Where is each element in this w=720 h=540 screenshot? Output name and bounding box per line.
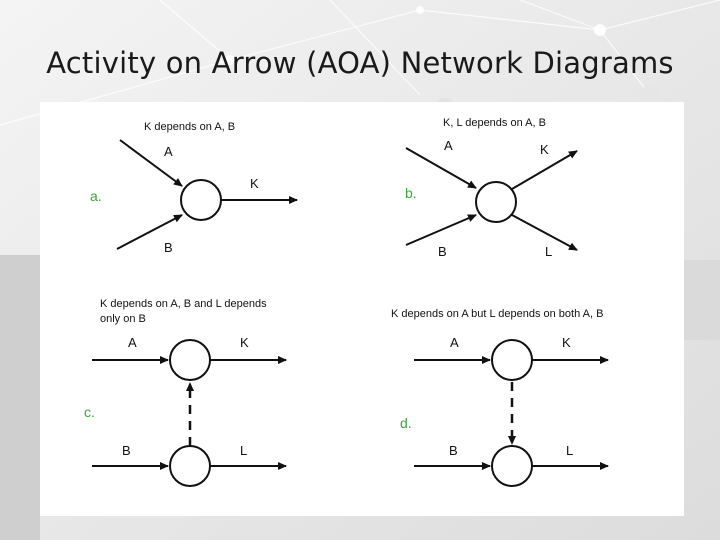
diagram-panel: a. K depends on A, B A B K b. K, L depen… [40, 102, 684, 516]
diagram-d-tag: d. [400, 415, 412, 431]
arrow-label-l: L [545, 244, 552, 259]
activity-arrow-a [405, 147, 477, 189]
slide-title: Activity on Arrow (AOA) Network Diagrams [46, 46, 674, 80]
arrow-label-k: K [240, 335, 249, 350]
arrow-label-a: A [450, 335, 459, 350]
event-node-bottom [169, 445, 211, 487]
arrow-label-k: K [562, 335, 571, 350]
arrow-label-l: L [566, 443, 573, 458]
activity-arrow-a [119, 139, 183, 187]
event-node-bottom [491, 445, 533, 487]
activity-arrow-l [511, 214, 578, 251]
diagram-a-tag: a. [90, 188, 102, 204]
arrow-label-b: B [122, 443, 131, 458]
event-node-top [491, 339, 533, 381]
activity-arrow-b [405, 214, 477, 246]
activity-arrow-b [116, 214, 183, 250]
arrow-label-a: A [444, 138, 453, 153]
event-node [180, 179, 222, 221]
arrow-label-l: L [240, 443, 247, 458]
diagram-a-caption: K depends on A, B [144, 121, 235, 133]
event-node-top [169, 339, 211, 381]
diagram-b-tag: b. [405, 185, 417, 201]
arrow-label-b: B [438, 244, 447, 259]
arrow-label-a: A [128, 335, 137, 350]
diagram-c-caption-line1: K depends on A, B and L depends [100, 298, 267, 310]
diagram-c-caption-line2: only on B [100, 313, 146, 325]
diagram-b: b. K, L depends on A, B A B K L [405, 117, 578, 259]
diagram-d-caption: K depends on A but L depends on both A, … [391, 308, 603, 320]
diagram-d: d. K depends on A but L depends on both … [391, 308, 609, 487]
arrow-label-b: B [164, 240, 173, 255]
diagram-a: a. K depends on A, B A B K [90, 121, 298, 255]
diagram-b-caption: K, L depends on A, B [443, 117, 546, 129]
diagram-c-tag: c. [84, 404, 95, 420]
event-node [475, 181, 517, 223]
aoa-diagrams: a. K depends on A, B A B K b. K, L depen… [84, 117, 609, 487]
diagram-c: c. K depends on A, B and L depends only … [84, 298, 287, 487]
arrow-label-b: B [449, 443, 458, 458]
activity-arrow-k [511, 150, 578, 190]
arrow-label-k: K [250, 176, 259, 191]
arrow-label-k: K [540, 142, 549, 157]
arrow-label-a: A [164, 144, 173, 159]
